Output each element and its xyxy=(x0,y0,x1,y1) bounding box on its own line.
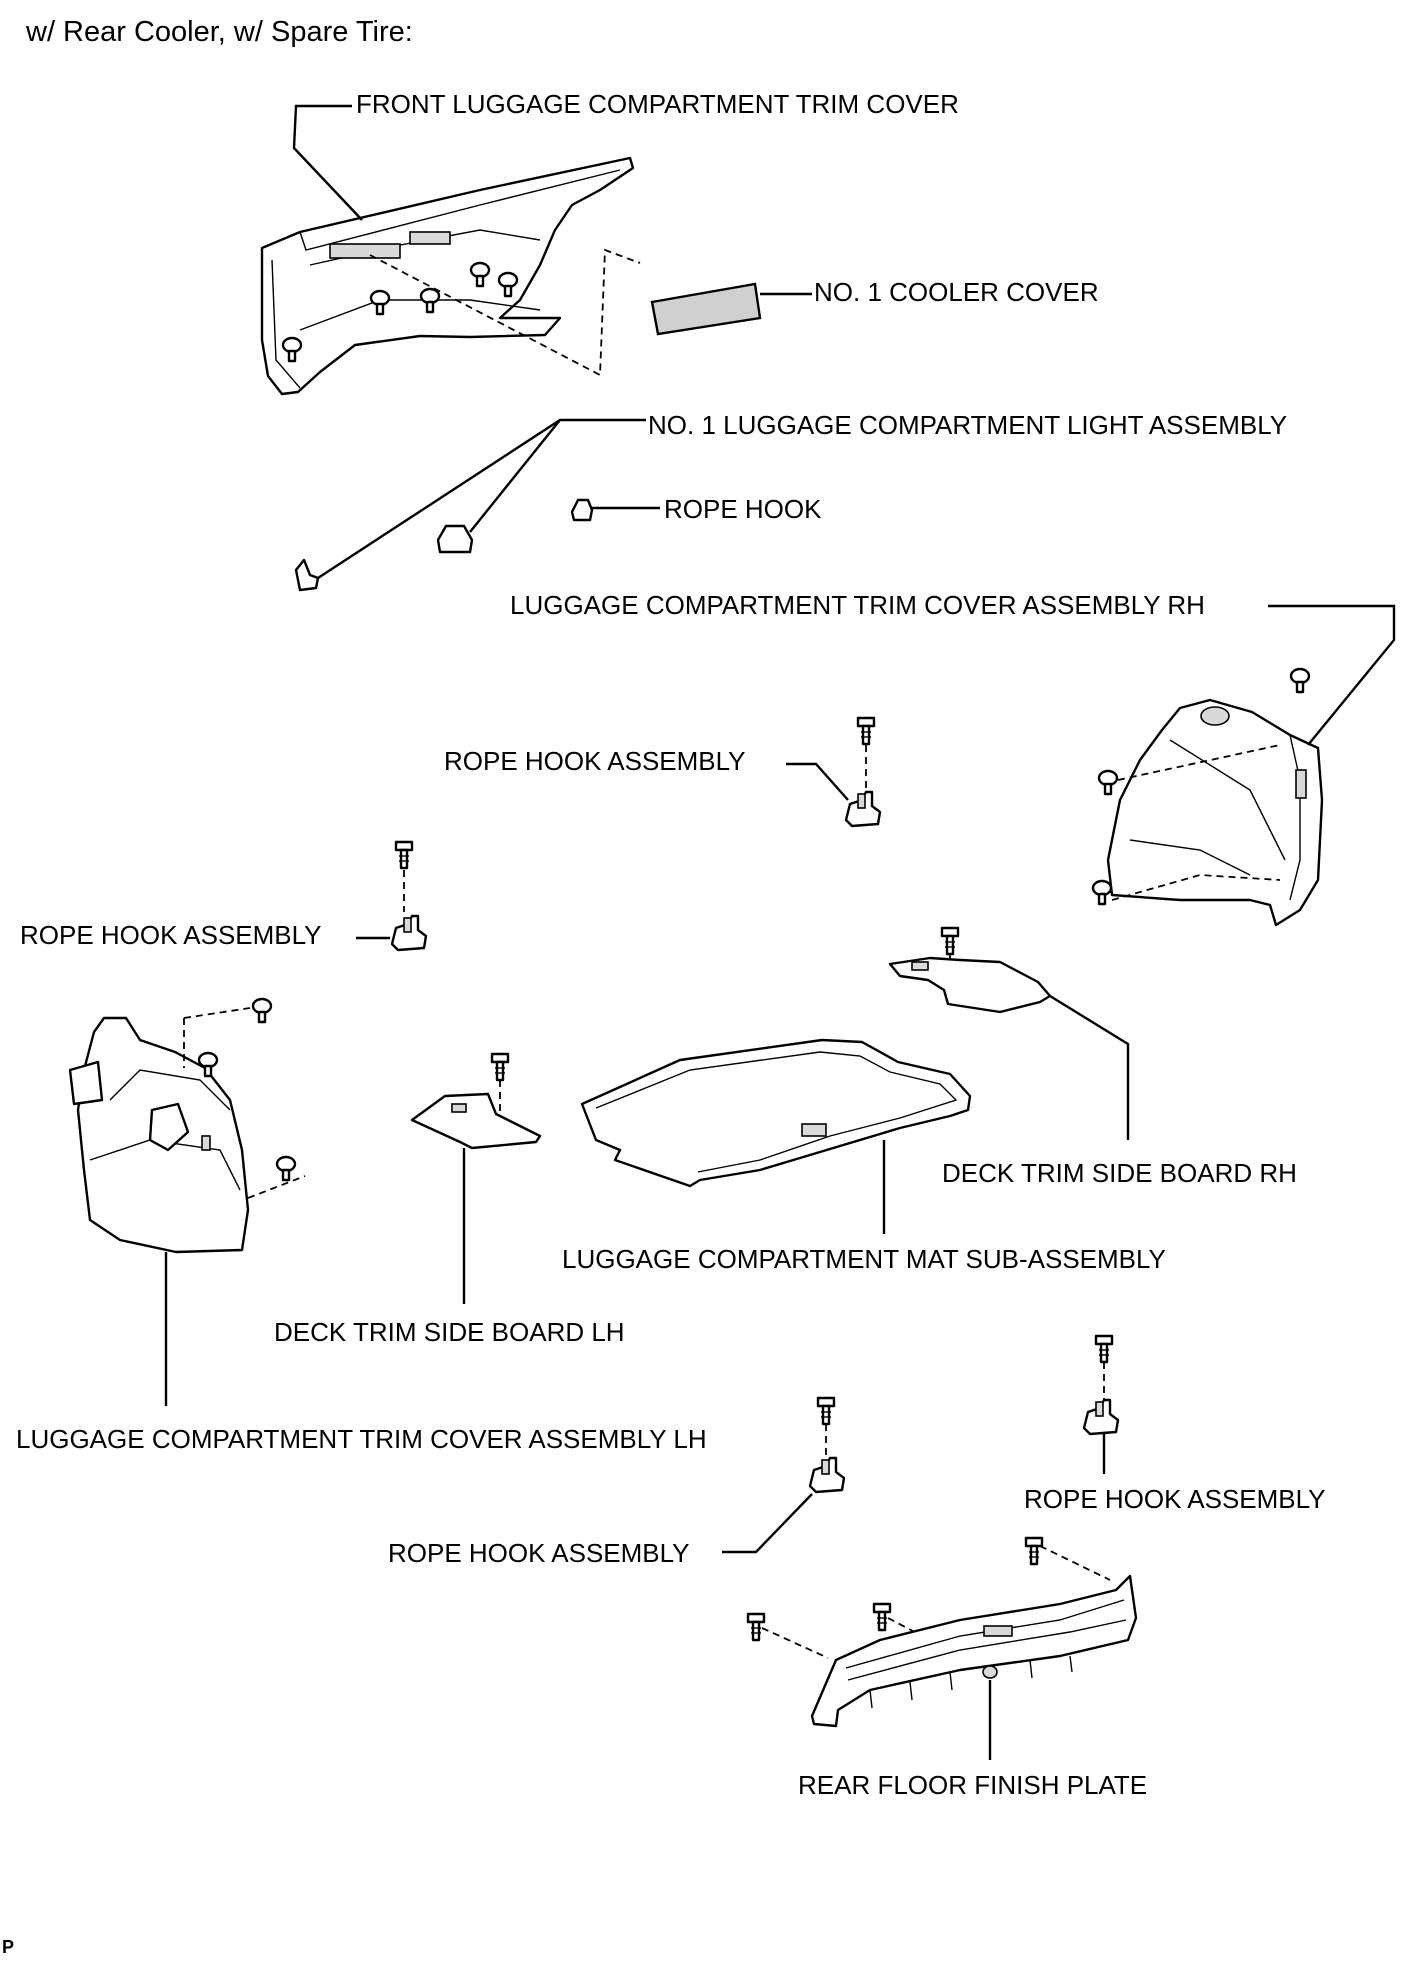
rope-hook-assembly-part xyxy=(808,1456,846,1494)
bolt-icon xyxy=(1024,1536,1044,1566)
bolt-icon xyxy=(1094,1334,1114,1364)
label-rear-floor-plate: REAR FLOOR FINISH PLATE xyxy=(798,1770,1148,1800)
front-trim-cover-part xyxy=(260,156,635,396)
label-rope-hook-assembly-upper: ROPE HOOK ASSEMBLY xyxy=(444,746,746,776)
bolt-icon xyxy=(940,926,960,956)
bolt-icon xyxy=(856,716,876,746)
trim-cover-rh-part xyxy=(1106,698,1324,927)
label-trim-cover-rh: LUGGAGE COMPARTMENT TRIM COVER ASSEMBLY … xyxy=(510,590,1205,620)
rope-hook-assembly-part xyxy=(844,790,882,828)
mat-sub-assembly-part xyxy=(580,1038,972,1188)
bolt-icon xyxy=(746,1612,766,1642)
guide-dashes xyxy=(761,1627,829,1659)
label-rope-hook-assembly-right: ROPE HOOK ASSEMBLY xyxy=(1024,1484,1326,1514)
leader-line xyxy=(786,762,849,801)
cooler-cover-part xyxy=(650,282,762,336)
leader-line xyxy=(317,418,646,580)
guide-dashes xyxy=(1111,874,1281,901)
leader-line xyxy=(292,104,363,221)
label-light-assembly: NO. 1 LUGGAGE COMPARTMENT LIGHT ASSEMBLY xyxy=(648,410,1288,440)
label-deck-board-rh: DECK TRIM SIDE BOARD RH xyxy=(942,1158,1297,1188)
rope-hook-assembly-part xyxy=(1082,1398,1120,1436)
leader-line xyxy=(722,1493,813,1554)
label-rope-hook: ROPE HOOK xyxy=(664,494,822,524)
guide-dashes xyxy=(1039,1545,1111,1581)
label-rope-hook-assembly-lower: ROPE HOOK ASSEMBLY xyxy=(388,1538,690,1568)
label-front-trim-cover: FRONT LUGGAGE COMPARTMENT TRIM COVER xyxy=(356,89,959,119)
label-deck-board-lh: DECK TRIM SIDE BOARD LH xyxy=(274,1317,625,1347)
clip-icon xyxy=(1097,769,1119,796)
clip-icon xyxy=(251,997,273,1024)
guide-dashes xyxy=(183,1007,251,1068)
light-assembly-part xyxy=(294,524,474,592)
label-mat-sub-assembly: LUGGAGE COMPARTMENT MAT SUB-ASSEMBLY xyxy=(562,1244,1166,1274)
leader-line xyxy=(1268,604,1396,746)
trim-cover-lh-part xyxy=(68,1016,250,1254)
guide-dashes xyxy=(1117,744,1281,781)
label-rope-hook-assembly-left: ROPE HOOK ASSEMBLY xyxy=(20,920,322,950)
label-trim-cover-lh: LUGGAGE COMPARTMENT TRIM COVER ASSEMBLY … xyxy=(16,1424,707,1454)
rope-hook-assembly-part xyxy=(390,914,428,952)
bolt-icon xyxy=(394,840,414,870)
clip-icon xyxy=(275,1155,297,1182)
label-cooler-cover: NO. 1 COOLER COVER xyxy=(814,277,1099,307)
clip-icon xyxy=(1289,667,1311,694)
rope-hook-part xyxy=(570,498,594,522)
deck-board-rh-part xyxy=(888,956,1052,1014)
clip-icon xyxy=(1091,879,1113,906)
corner-mark: P xyxy=(2,1937,15,1957)
bolt-icon xyxy=(816,1396,836,1426)
rear-floor-plate-part xyxy=(810,1574,1138,1728)
bolt-icon xyxy=(872,1602,892,1632)
leader-line xyxy=(1049,994,1130,1140)
bolt-icon xyxy=(490,1052,510,1082)
diagram-heading: w/ Rear Cooler, w/ Spare Tire: xyxy=(26,16,413,48)
guide-dashes xyxy=(247,1175,306,1199)
deck-board-lh-part xyxy=(410,1092,542,1150)
